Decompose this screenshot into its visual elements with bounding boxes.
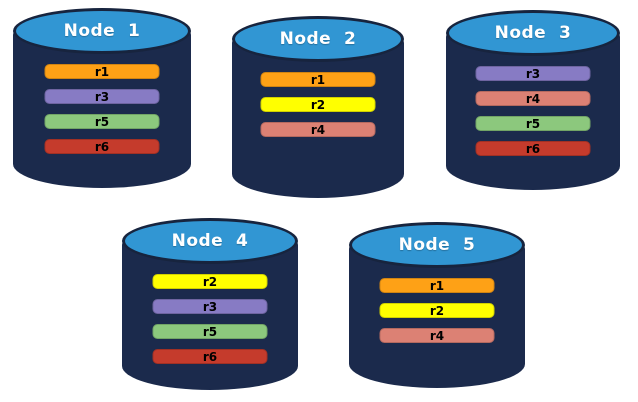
node-label: Node 3 (494, 23, 572, 43)
replica-bar-r5: r5 (152, 324, 268, 339)
cylinder-top: Node 1 (13, 8, 191, 54)
replica-bar-r5: r5 (44, 114, 160, 129)
cylinder-body (232, 39, 404, 198)
cylinder-top: Node 2 (232, 16, 404, 62)
database-node-4: Node 4 r2 r3 r5 r6 (122, 218, 298, 390)
replica-bar-r2: r2 (379, 303, 495, 318)
replica-bar-r3: r3 (44, 89, 160, 104)
replica-list: r1 r3 r5 r6 (44, 64, 160, 154)
replica-bar-r1: r1 (379, 278, 495, 293)
replica-bar-r1: r1 (44, 64, 160, 79)
database-node-3: Node 3 r3 r4 r5 r6 (446, 10, 620, 190)
replica-list: r1 r2 r4 (379, 278, 495, 343)
replica-bar-r2: r2 (260, 97, 376, 112)
cylinder-top: Node 3 (446, 10, 620, 56)
cylinder-body (446, 33, 620, 190)
replica-bar-r4: r4 (260, 122, 376, 137)
node-label: Node 5 (398, 235, 476, 255)
replica-list: r3 r4 r5 r6 (475, 66, 591, 156)
replica-bar-r4: r4 (475, 91, 591, 106)
cylinder-body (13, 31, 191, 188)
replica-bar-r6: r6 (475, 141, 591, 156)
cylinder-top: Node 4 (122, 218, 298, 264)
replica-bar-r3: r3 (152, 299, 268, 314)
replica-bar-r2: r2 (152, 274, 268, 289)
cylinder-top: Node 5 (349, 222, 525, 268)
replica-bar-r6: r6 (152, 349, 268, 364)
replica-list: r1 r2 r4 (260, 72, 376, 137)
replica-bar-r6: r6 (44, 139, 160, 154)
replica-bar-r5: r5 (475, 116, 591, 131)
replica-bar-r4: r4 (379, 328, 495, 343)
replica-list: r2 r3 r5 r6 (152, 274, 268, 364)
node-label: Node 2 (279, 29, 357, 49)
database-node-1: Node 1 r1 r3 r5 r6 (13, 8, 191, 188)
database-node-5: Node 5 r1 r2 r4 (349, 222, 525, 388)
replica-bar-r3: r3 (475, 66, 591, 81)
database-node-2: Node 2 r1 r2 r4 (232, 16, 404, 198)
cylinder-body (122, 241, 298, 390)
node-label: Node 4 (171, 231, 249, 251)
replica-bar-r1: r1 (260, 72, 376, 87)
node-label: Node 1 (63, 21, 141, 41)
